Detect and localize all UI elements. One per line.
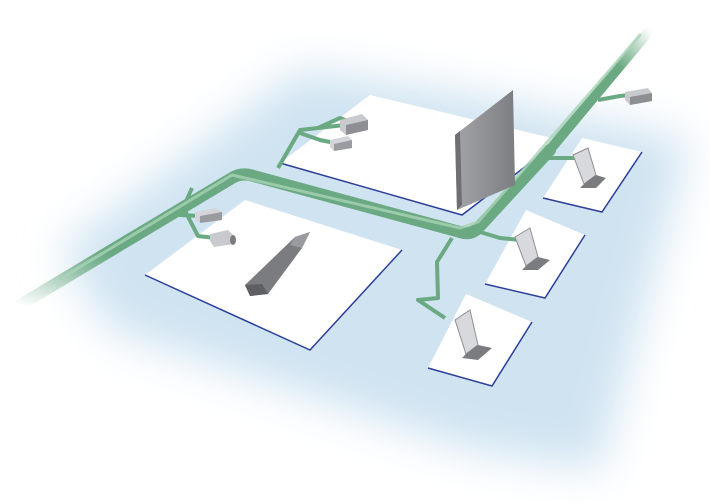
branch-pipes — [178, 93, 631, 320]
device-box-3 — [195, 208, 222, 223]
laptop-2 — [514, 227, 550, 270]
display-wall — [455, 90, 515, 210]
laptop-3 — [454, 309, 492, 360]
main-pipe-upper — [543, 25, 655, 157]
laptop-1 — [572, 147, 606, 188]
device-box-4 — [625, 88, 652, 105]
platform-right-bottom — [427, 294, 533, 387]
pipe-highlight — [58, 33, 642, 281]
device-box-1 — [340, 114, 368, 135]
device-box-2 — [330, 136, 352, 151]
large-device — [245, 232, 310, 296]
device-camera — [210, 230, 236, 247]
